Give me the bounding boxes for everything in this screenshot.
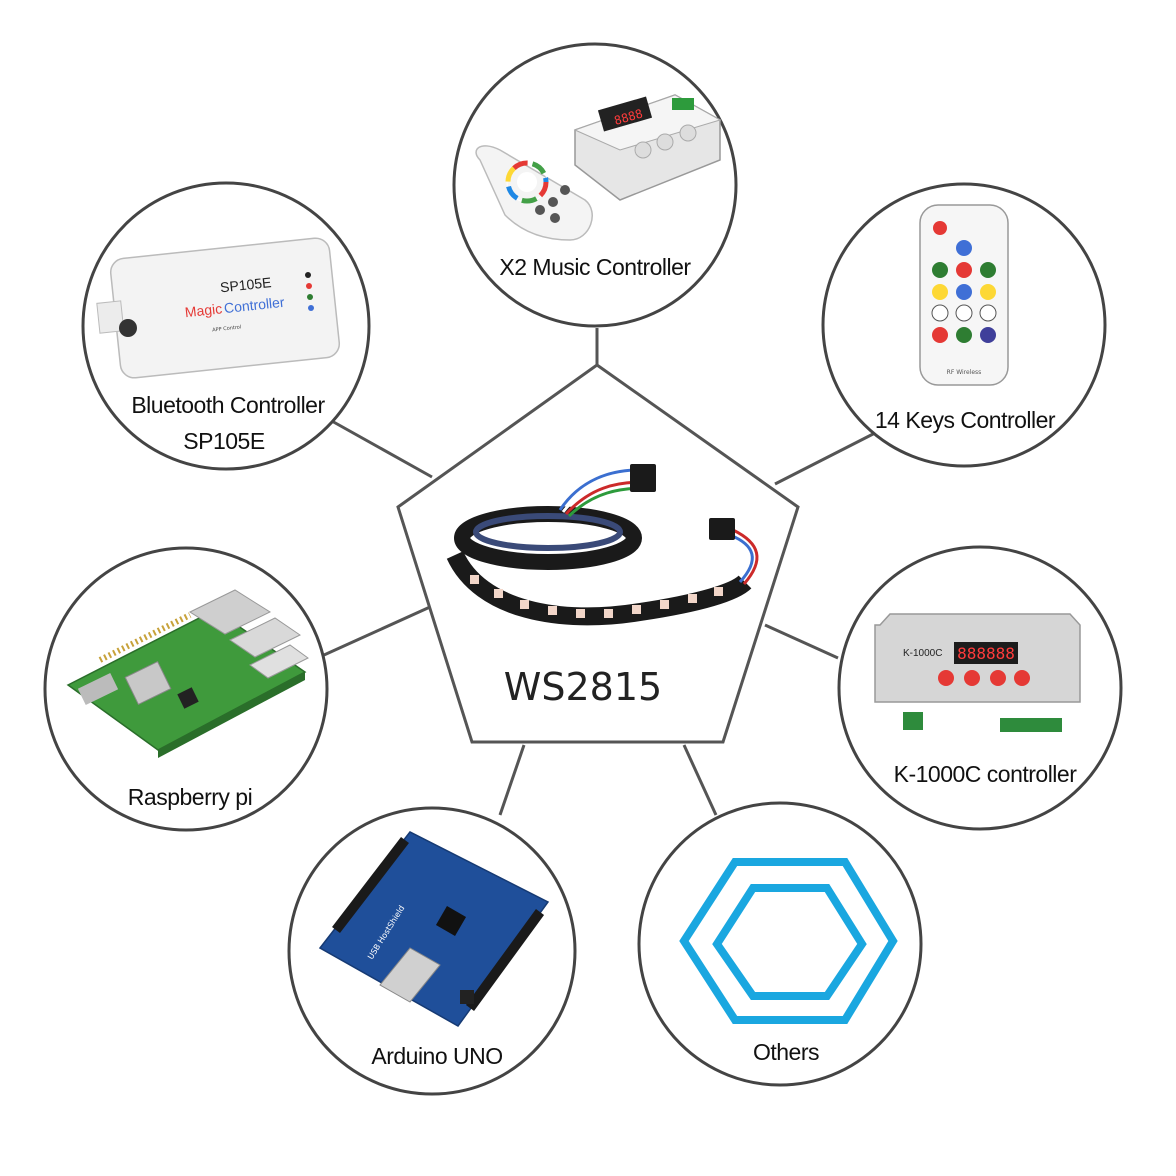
node-label: 14 Keys Controller [875, 407, 1056, 433]
center-title: WS2815 [504, 665, 662, 709]
node-bluetooth-controller: SP105E Magic Controller APP Control Blue… [81, 181, 371, 471]
k1000c-controller-image: K-1000C 888888 [874, 613, 1081, 732]
svg-text:K-1000C: K-1000C [903, 648, 942, 659]
node-arduino-uno: USB HostShield Arduino UNO [287, 806, 577, 1096]
hexagon-inner-icon [712, 884, 867, 1000]
connector-lines [323, 328, 878, 816]
connector-raspberry [323, 605, 431, 657]
arduino-uno-image: USB HostShield [318, 831, 550, 1027]
hexagon-outer-icon [679, 858, 898, 1024]
node-label-line2: SP105E [183, 428, 265, 454]
node-label: Arduino UNO [371, 1043, 502, 1069]
sp105e-controller-image: SP105E Magic Controller APP Control [96, 237, 341, 379]
node-label: Others [753, 1039, 819, 1065]
node-label-line1: Bluetooth Controller [131, 392, 325, 418]
svg-text:Controller: Controller [223, 294, 285, 316]
node-label: Raspberry pi [128, 784, 252, 810]
connector-others [682, 744, 718, 816]
connector-arduino [498, 744, 526, 816]
svg-text:APP Control: APP Control [212, 324, 242, 333]
node-others: Others [637, 801, 923, 1087]
node-14-keys-controller: RF Wireless 14 Keys Controller [821, 182, 1107, 468]
svg-text:Magic: Magic [184, 300, 223, 320]
remote-14-keys-image: RF Wireless [919, 204, 1009, 386]
node-label: K-1000C controller [894, 761, 1078, 787]
node-x2-music-controller: 8888 X2 Music Controller [452, 42, 738, 328]
connector-bluetooth [329, 418, 433, 479]
raspberry-pi-image [66, 589, 309, 758]
node-k1000c-controller: K-1000C 888888 K-1000C controller [837, 545, 1123, 831]
x2-controller-image: 8888 [475, 94, 722, 241]
node-label: X2 Music Controller [499, 254, 691, 280]
connector-k1000c [764, 623, 839, 660]
led-strip-image [446, 464, 759, 626]
connector-keys14 [774, 430, 878, 486]
svg-text:SP105E: SP105E [219, 274, 272, 295]
svg-text:RF Wireless: RF Wireless [947, 369, 982, 376]
node-raspberry-pi: Raspberry pi [43, 546, 329, 832]
svg-text:888888: 888888 [957, 644, 1015, 663]
